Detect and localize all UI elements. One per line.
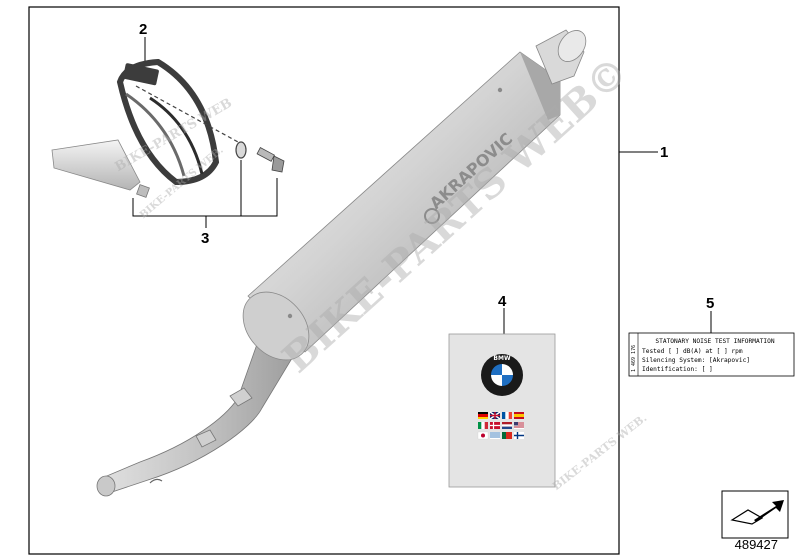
language-flags — [477, 411, 524, 440]
paste-tube — [51, 139, 150, 198]
pipe-bend-mark — [149, 478, 163, 484]
muffler-shade — [520, 52, 560, 120]
muffler-rivet — [287, 313, 293, 319]
clamp-band-back — [149, 96, 204, 175]
main-frame — [28, 6, 620, 555]
diagram-number: 489427 — [734, 537, 778, 552]
clamp-band-inner — [125, 92, 186, 177]
clamp — [116, 37, 285, 186]
bolt — [256, 147, 285, 173]
clamp-bolt-axis — [135, 85, 239, 143]
pipe-bracket-lower — [195, 429, 217, 448]
noise-label-frame — [628, 332, 795, 377]
callout-2[interactable]: 2 — [139, 21, 148, 38]
clamp-band — [116, 58, 220, 186]
paste-tube-body — [51, 139, 141, 191]
bmw-logo-text: BMW — [493, 355, 511, 362]
clamp-bracket — [123, 63, 159, 86]
noise-label: 1 469 176 STATONARY NOISE TEST INFORMATI… — [628, 311, 795, 377]
callout-5[interactable]: 5 — [706, 295, 715, 312]
owners-manual: BMW — [448, 308, 556, 488]
muffler-rivet — [497, 87, 503, 93]
callout-1[interactable]: 1 — [660, 144, 669, 161]
noise-label-title: STATONARY NOISE TEST INFORMATION — [655, 338, 774, 345]
arrow-base-icon — [730, 509, 764, 525]
callout-4[interactable]: 4 — [498, 293, 507, 310]
arrow-icon — [754, 500, 784, 522]
link-pipe — [101, 329, 301, 493]
callout-3[interactable]: 3 — [201, 230, 210, 247]
noise-label-side-text: 1 469 176 — [631, 345, 637, 372]
brand-logo-icon — [424, 208, 440, 224]
muffler-outlet — [557, 30, 587, 62]
pipe-bracket-upper — [229, 387, 253, 407]
noise-label-line-2: Silencing System: [Akrapovic] — [642, 357, 750, 364]
noise-label-line-3: Identification: [ ] — [642, 366, 713, 373]
paste-tube-cap — [136, 184, 150, 198]
muffler-rear-cap — [242, 291, 310, 361]
callout-3-leader — [132, 160, 278, 228]
next-diagram-arrow[interactable] — [721, 490, 789, 539]
pipe-inlet — [96, 475, 116, 497]
washer — [235, 141, 247, 159]
noise-label-line-1: Tested [ ] dB(A) at [ ] rpm — [642, 348, 743, 355]
